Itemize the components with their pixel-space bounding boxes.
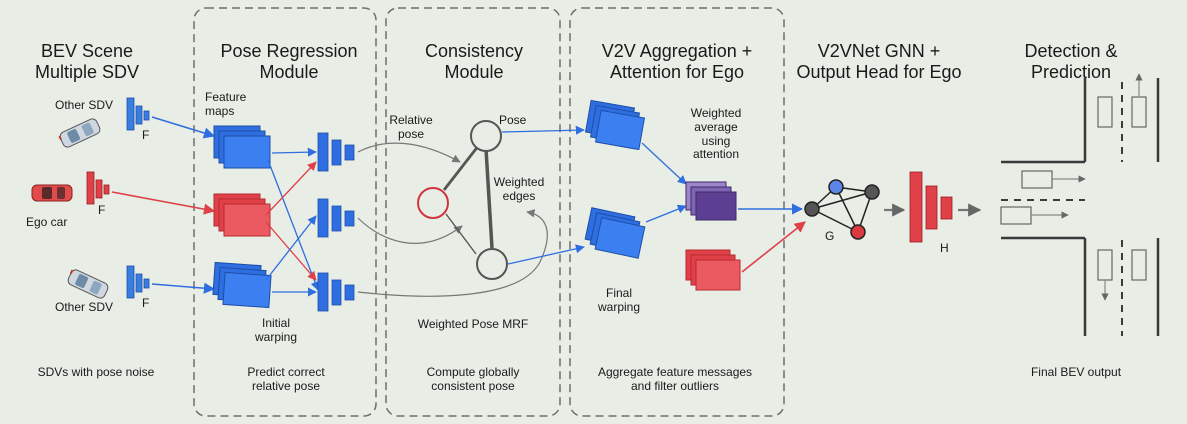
feature-map-stack-top — [213, 125, 271, 169]
pose-net-middle-icon — [317, 198, 355, 238]
feature-net-ego-icon — [86, 171, 110, 205]
gnn-node-right — [864, 184, 880, 200]
gnn-graph — [804, 179, 880, 240]
graph-label: G — [825, 229, 835, 243]
pose-net-top-icon — [317, 132, 355, 172]
bev-output-map — [1000, 73, 1160, 336]
ego-car-label: Ego car — [26, 215, 68, 229]
feature-net-top-label: F — [142, 128, 150, 142]
pose-net-bottom-icon — [317, 272, 355, 312]
v2v-feature-stack-top — [584, 99, 646, 151]
gnn-title: V2VNet GNN +Output Head for Ego — [796, 41, 962, 82]
pose-node-top — [470, 120, 502, 152]
weighted-pose-mrf-label: Weighted Pose MRF — [417, 317, 529, 331]
detection-title: Detection &Prediction — [1024, 41, 1118, 82]
ego-pose-node — [417, 187, 449, 219]
feature-net-bottom-label: F — [142, 296, 150, 310]
head-label: H — [940, 241, 949, 255]
pose-node-bottom — [476, 248, 508, 280]
bev-caption: SDVs with pose noise — [37, 365, 155, 379]
feature-net-bottom-icon — [126, 265, 150, 299]
pose-mrf-graph — [417, 120, 508, 280]
other-sdv-top-label: Other SDV — [55, 98, 114, 112]
output-head-icon — [909, 171, 953, 243]
other-sdv-bottom-car-icon — [67, 269, 109, 299]
gnn-node-blue — [828, 179, 844, 195]
v2v-title: V2V Aggregation +Attention for Ego — [601, 41, 753, 82]
ego-car-icon — [31, 184, 73, 202]
other-sdv-bottom-label: Other SDV — [55, 300, 114, 314]
v2v-feature-stack-bottom — [584, 207, 646, 259]
gnn-node-left — [804, 201, 820, 217]
pose-regression-box — [193, 7, 377, 417]
weighted-average-stack — [685, 181, 737, 221]
v2v-ego-feature-stack — [685, 249, 741, 291]
feature-map-stack-bottom — [212, 261, 272, 309]
feature-net-top-icon — [126, 97, 150, 131]
other-sdv-top-car-icon — [58, 118, 101, 148]
feature-map-stack-ego — [213, 193, 271, 237]
gnn-node-red — [850, 224, 866, 240]
v2v-aggregation-box — [569, 7, 785, 417]
pose-label: Pose — [499, 113, 527, 127]
feature-net-ego-label: F — [98, 203, 106, 217]
detection-caption: Final BEV output — [1030, 365, 1122, 379]
